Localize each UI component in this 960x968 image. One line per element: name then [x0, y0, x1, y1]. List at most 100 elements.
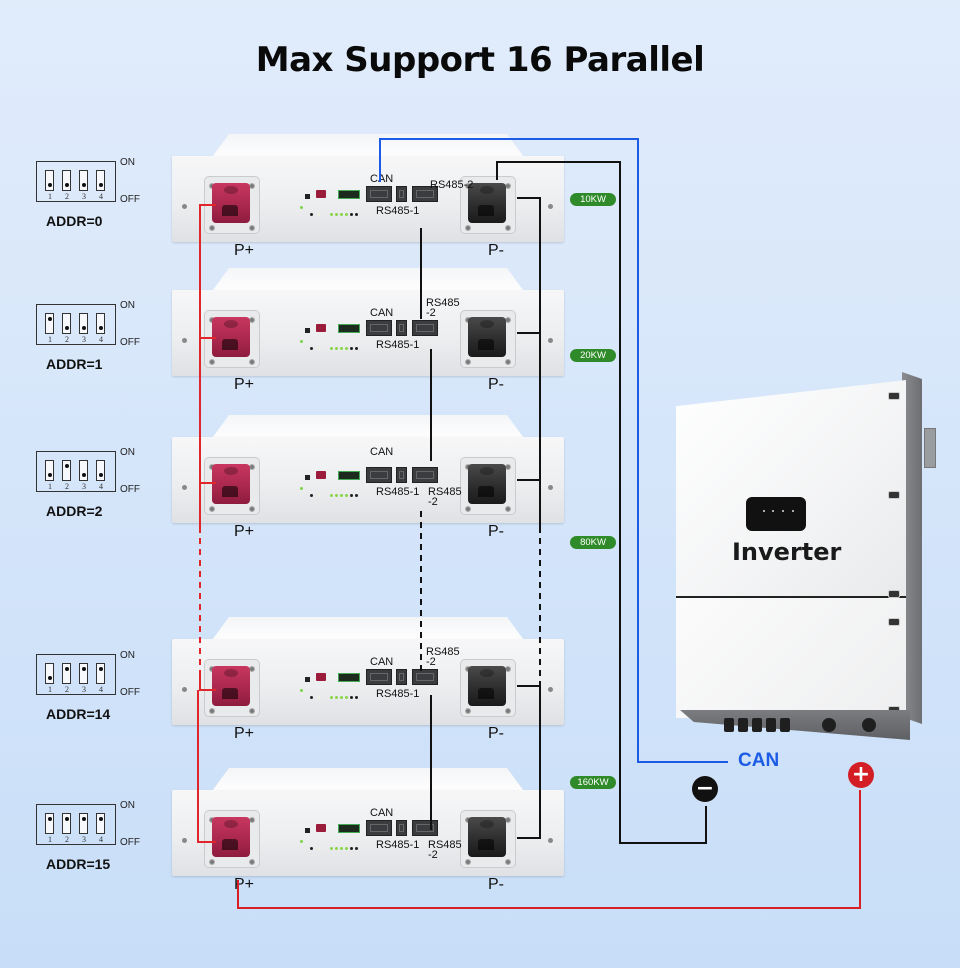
- inverter-display: [746, 497, 806, 531]
- rs485-1-port: [396, 320, 407, 336]
- screw-icon: [182, 204, 187, 209]
- address-label: ADDR=14: [46, 706, 111, 722]
- screw-icon: [209, 225, 215, 231]
- toggle-knob: [64, 464, 69, 468]
- soc-led: [350, 494, 353, 497]
- status-led: [300, 840, 303, 843]
- rs485-1-port-label: RS485-1: [376, 486, 420, 498]
- dip-toggle-4: [96, 663, 105, 684]
- address-dip-switch: [316, 190, 326, 198]
- cover-latch-icon: [888, 392, 900, 400]
- dip-switch-number: 3: [82, 192, 86, 201]
- power-badge-20kw: 20KW: [570, 349, 616, 362]
- toggle-knob: [98, 326, 103, 330]
- soc-led: [345, 213, 348, 216]
- toggle-knob: [81, 817, 86, 821]
- dip-switch-number: 3: [82, 482, 86, 491]
- battery-top: [210, 768, 526, 794]
- can-port-label: CAN: [370, 173, 394, 185]
- dip-switch-number: 2: [65, 192, 69, 201]
- dip-toggle-4: [96, 460, 105, 481]
- screw-icon: [182, 838, 187, 843]
- screw-icon: [209, 859, 215, 865]
- soc-led: [340, 213, 343, 216]
- positive-pole-label: P+: [234, 876, 255, 893]
- inverter-lower-cover: [676, 598, 906, 718]
- rs485-1-port-label: RS485-1: [376, 839, 420, 851]
- screw-icon: [249, 666, 255, 672]
- status-led: [318, 347, 321, 350]
- dip-toggle-3: [79, 813, 88, 834]
- status-led: [310, 347, 313, 350]
- screw-icon: [249, 464, 255, 470]
- plus-circle-icon: +: [848, 762, 874, 788]
- off-label: OFF: [120, 484, 140, 495]
- dip-switch-number: 1: [48, 685, 52, 694]
- screw-icon: [465, 359, 471, 365]
- negative-terminal: [460, 810, 516, 868]
- can-port: [366, 320, 392, 336]
- minus-circle-icon: −: [692, 776, 718, 802]
- soc-led: [335, 494, 338, 497]
- toggle-knob: [64, 817, 69, 821]
- dip-toggle-1: [45, 813, 54, 834]
- toggle-knob: [98, 473, 103, 477]
- screw-icon: [209, 359, 215, 365]
- screw-icon: [548, 687, 553, 692]
- negative-connector: [468, 317, 506, 357]
- negative-connector: [468, 183, 506, 223]
- can-port-label: CAN: [370, 807, 394, 819]
- negative-pole-label: P-: [488, 876, 504, 893]
- off-label: OFF: [120, 194, 140, 205]
- rs485-2-port-label: RS485 -2: [426, 297, 460, 319]
- soc-led: [355, 696, 358, 699]
- soc-led: [355, 494, 358, 497]
- status-led: [310, 213, 313, 216]
- positive-pole-label: P+: [234, 376, 255, 393]
- rs485-2-port: [412, 669, 438, 685]
- can-bus-label: CAN: [738, 750, 780, 771]
- positive-terminal: [204, 659, 260, 717]
- screw-icon: [548, 204, 553, 209]
- soc-led: [355, 213, 358, 216]
- dip-toggle-2: [62, 170, 71, 191]
- dip-toggle-1: [45, 663, 54, 684]
- toggle-knob: [98, 667, 103, 671]
- dip-toggle-4: [96, 813, 105, 834]
- dip-toggle-2: [62, 460, 71, 481]
- positive-connector: [212, 317, 250, 357]
- soc-led: [330, 494, 333, 497]
- soc-led: [330, 213, 333, 216]
- status-led: [310, 847, 313, 850]
- dip-toggle-3: [79, 460, 88, 481]
- soc-led: [335, 347, 338, 350]
- address-label: ADDR=1: [46, 356, 103, 372]
- status-led: [310, 494, 313, 497]
- inverter-side-panel: [902, 372, 922, 724]
- screw-icon: [249, 506, 255, 512]
- can-port-label: CAN: [370, 446, 394, 458]
- dip-toggle-4: [96, 170, 105, 191]
- rs485-1-port-label: RS485-1: [376, 688, 420, 700]
- cable-gland: [766, 718, 776, 732]
- dry-contact-terminal: [338, 673, 360, 682]
- inverter: Inverter: [672, 370, 952, 760]
- soc-led: [350, 213, 353, 216]
- dip-toggle-1: [45, 313, 54, 334]
- screw-icon: [465, 708, 471, 714]
- soc-led: [340, 847, 343, 850]
- address-dip-switch: [316, 471, 326, 479]
- reset-button: [305, 328, 310, 333]
- reset-button: [305, 194, 310, 199]
- screw-icon: [249, 225, 255, 231]
- screw-icon: [249, 359, 255, 365]
